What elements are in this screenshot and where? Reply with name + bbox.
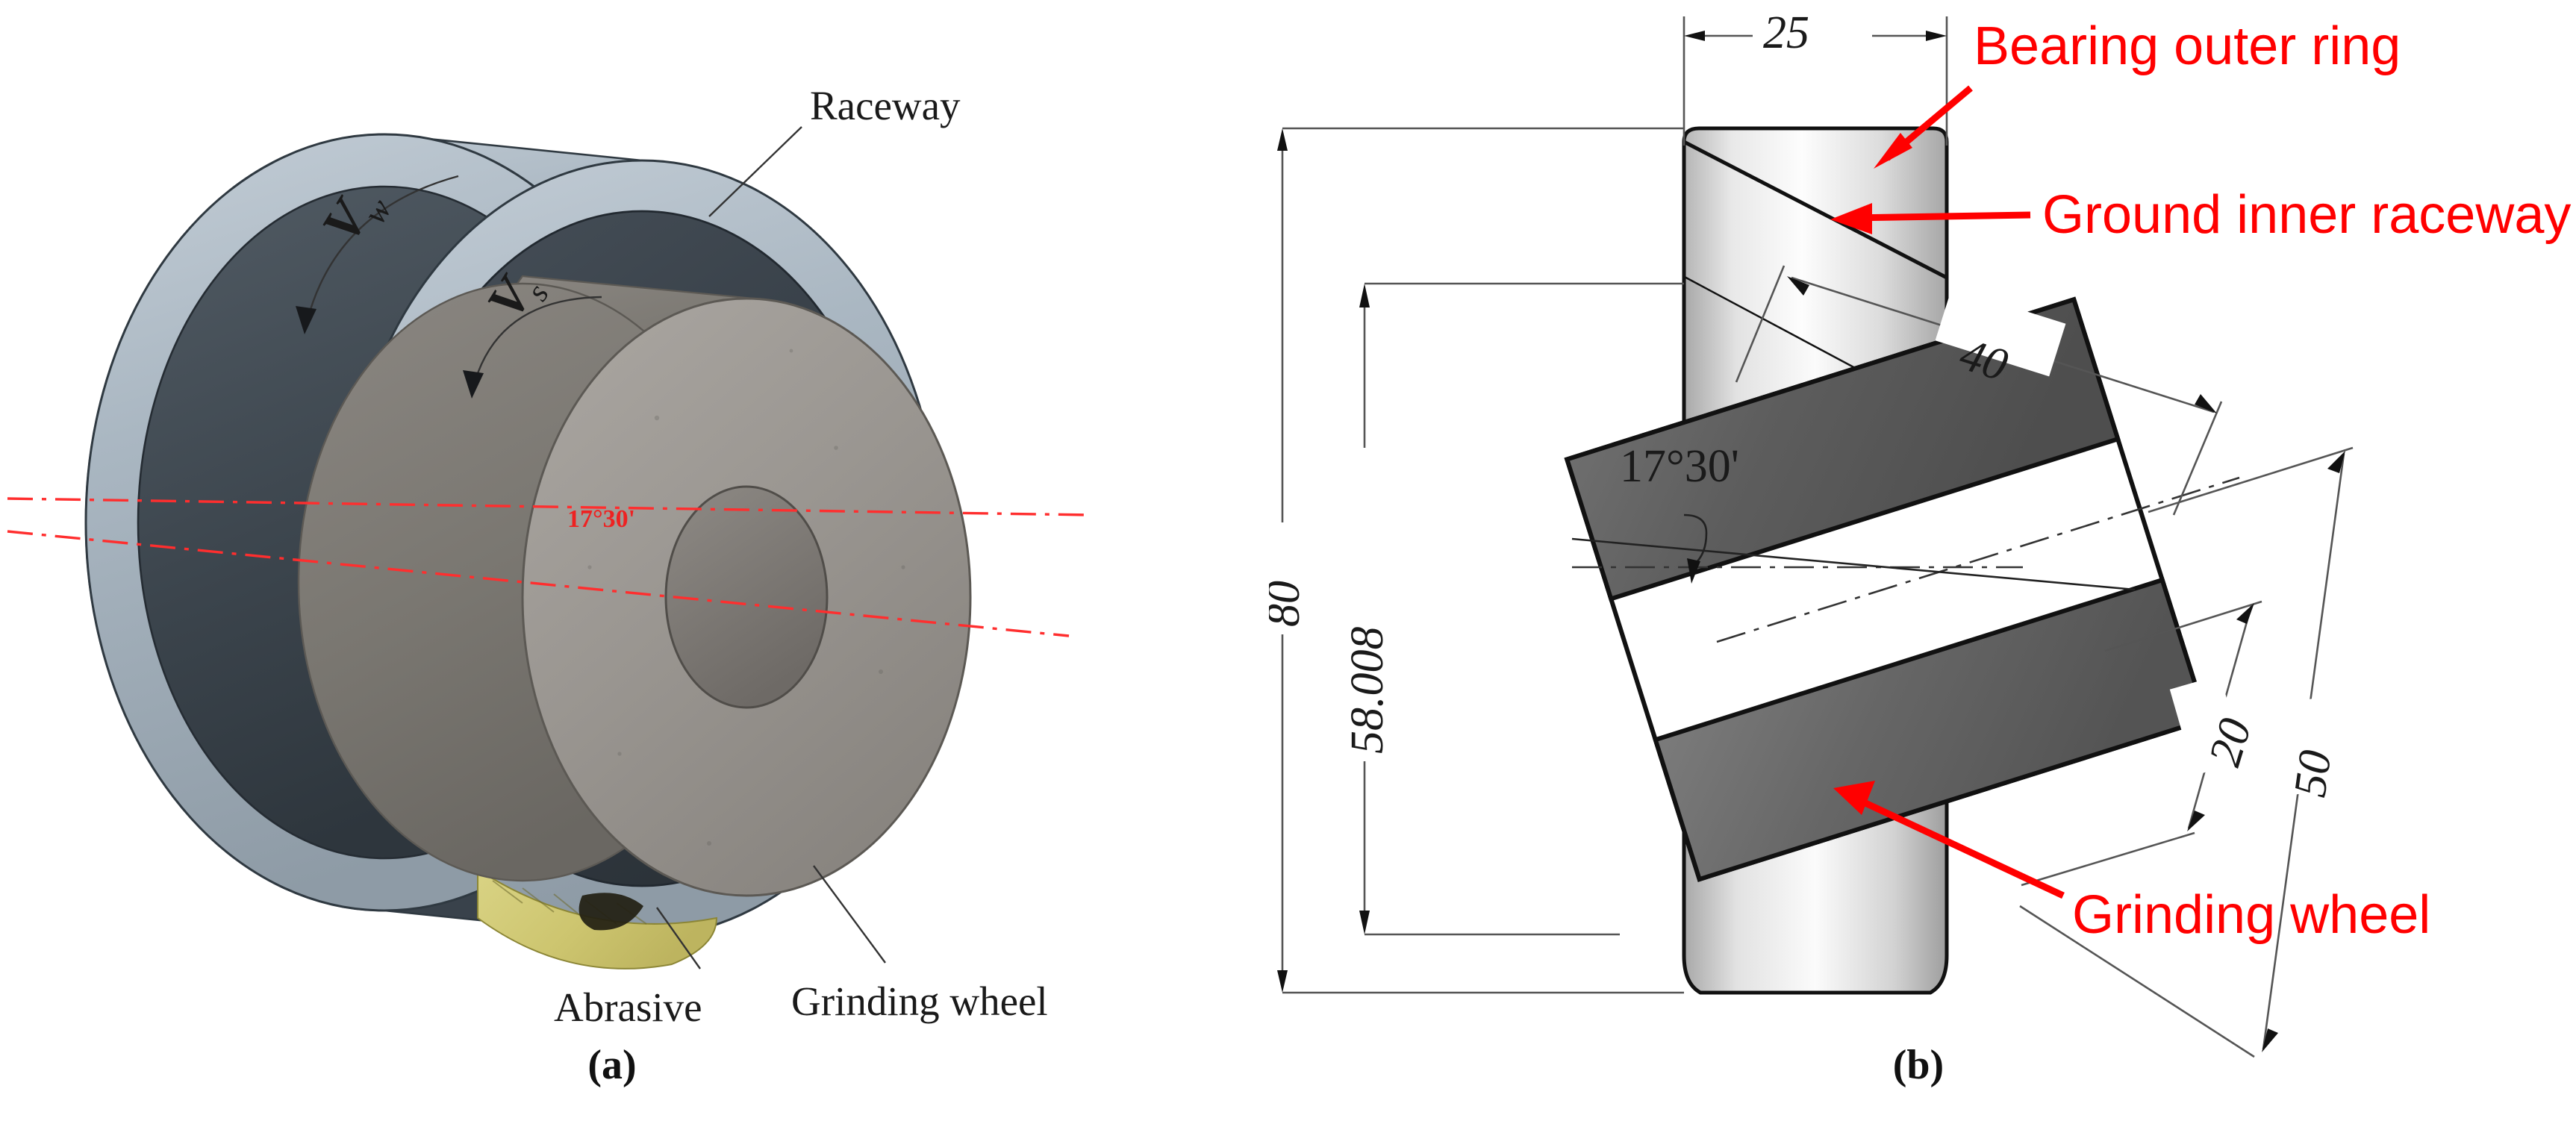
raceway-leader	[708, 126, 802, 217]
grinding-wheel-3d	[297, 275, 972, 897]
centerline-group	[7, 497, 1091, 637]
centerline-inclined	[7, 530, 1070, 637]
grinding-wheel-leader-a	[813, 865, 886, 964]
abrasive-label: Abrasive	[554, 984, 702, 1030]
dimension-25-label: 25	[1763, 7, 1809, 58]
dimension-40	[1735, 265, 2223, 516]
raceway-label: Raceway	[810, 83, 961, 128]
grinding-wheel-band-lower	[1652, 577, 2209, 882]
dimension-25	[1682, 13, 1948, 146]
panel-a-caption: (a)	[587, 1042, 637, 1088]
angle-annotation-b	[1571, 513, 2136, 591]
ground-inner-raceway-line	[1682, 140, 1948, 280]
centerline-horizontal	[7, 497, 1091, 516]
panel-a-svg: 17°30' V w V s Raceway	[7, 83, 1091, 1030]
ground-inner-raceway-label: Ground inner raceway	[2042, 185, 2571, 245]
panel-b-svg: 17°30' 25 80	[1269, 7, 2571, 1058]
dimension-80	[1269, 127, 1684, 994]
dimension-50	[2019, 446, 2354, 1058]
ground-inner-raceway-arrow	[1830, 203, 2031, 234]
dimension-80-label-group: 80	[1269, 581, 1309, 627]
dimension-20	[2021, 600, 2262, 887]
grinding-wheel-arrow-b	[1833, 781, 2065, 899]
workpiece-velocity-arrow	[296, 175, 459, 334]
angle-label-b: 17°30'	[1620, 441, 1739, 492]
dimension-58008-label: 58.008	[1342, 627, 1393, 755]
bearing-outer-ring-label: Bearing outer ring	[1974, 16, 2401, 76]
wheel-axis-centerline	[1716, 476, 2240, 643]
grinding-wheel-label-b: Grinding wheel	[2072, 885, 2430, 945]
dimension-50-label-group: 50	[2285, 747, 2342, 800]
abrasive-zone	[477, 868, 718, 969]
dimension-58008	[1342, 282, 1684, 936]
grinding-wheel-bore	[664, 485, 829, 709]
bearing-outer-ring-arrow	[1874, 85, 1973, 169]
angle-label-a: 17°30'	[567, 505, 635, 533]
dimension-50-label: 50	[2285, 747, 2342, 800]
panel-b-dimensioned-section: 17°30' 25 80	[1269, 0, 2576, 1121]
panel-a-3d-schematic: 17°30' V w V s Raceway	[0, 0, 1269, 1121]
dimension-80-label: 80	[1269, 581, 1309, 627]
dimension-58008-label-group: 58.008	[1342, 627, 1393, 755]
abrasive-leader	[656, 907, 701, 969]
wheel-velocity-arrow	[463, 296, 602, 399]
panel-b-caption: (b)	[1892, 1042, 1945, 1088]
grinding-wheel-label-a: Grinding wheel	[791, 978, 1048, 1024]
